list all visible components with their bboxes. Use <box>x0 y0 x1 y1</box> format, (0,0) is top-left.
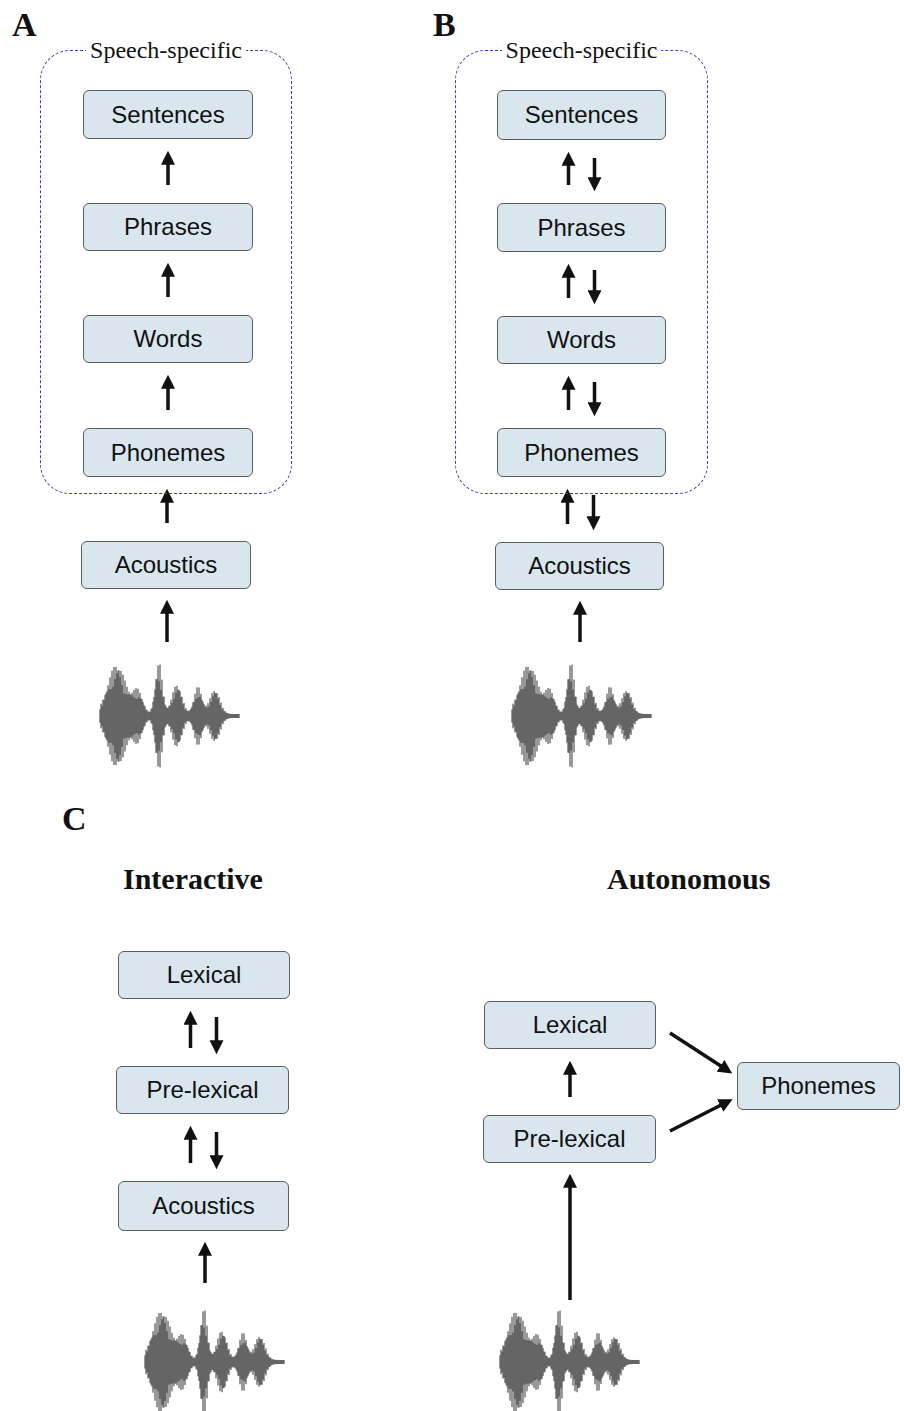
process-box: Acoustics <box>81 541 251 589</box>
box-label: Acoustics <box>528 552 631 580</box>
process-box: Sentences <box>83 90 253 139</box>
process-box: Phonemes <box>83 428 253 477</box>
process-box: Phrases <box>83 203 253 251</box>
box-label: Words <box>547 326 616 354</box>
flow-arrow <box>567 270 571 298</box>
box-label: Acoustics <box>115 551 218 579</box>
flow-arrow <box>189 1132 193 1163</box>
flow-arrow <box>593 158 597 185</box>
flow-arrow <box>166 269 170 297</box>
box-label: Acoustics <box>152 1192 255 1220</box>
box-label: Sentences <box>111 101 224 129</box>
speech-waveform <box>512 665 651 768</box>
process-box: Phonemes <box>497 428 666 477</box>
input-arrow <box>165 606 169 642</box>
panel-letter: B <box>433 6 456 44</box>
flow-arrow <box>215 1132 219 1163</box>
box-label: Sentences <box>525 101 638 129</box>
box-label: Phonemes <box>524 439 639 467</box>
flow-arrow <box>670 1033 727 1070</box>
box-label: Phonemes <box>111 439 226 467</box>
flow-arrow <box>166 157 170 185</box>
box-label: Lexical <box>167 961 242 989</box>
flow-arrow <box>567 382 571 410</box>
box-label: Phrases <box>537 214 625 242</box>
flow-arrow <box>593 382 597 410</box>
panel-letter: A <box>12 6 37 44</box>
process-box: Phrases <box>497 203 666 252</box>
process-box: Acoustics <box>495 542 664 590</box>
process-box: Lexical <box>118 951 290 999</box>
flow-arrow <box>165 495 169 523</box>
box-label: Lexical <box>533 1011 608 1039</box>
box-label: Pre-lexical <box>513 1125 625 1153</box>
process-box: Acoustics <box>118 1181 289 1231</box>
box-label: Phrases <box>124 213 212 241</box>
process-box: Words <box>497 316 666 364</box>
process-box: Pre-lexical <box>116 1066 289 1114</box>
panel-title: Autonomous <box>607 862 770 896</box>
flow-arrow <box>593 270 597 298</box>
speech-waveform <box>500 1311 639 1411</box>
panel-title: Interactive <box>123 862 263 896</box>
process-box: Lexical <box>484 1001 656 1049</box>
process-box: Sentences <box>497 90 666 140</box>
dashed-region: Speech-specificSentencesPhrasesWordsPhon… <box>455 50 708 494</box>
flow-arrow <box>592 495 596 524</box>
flow-arrow <box>567 158 571 185</box>
flow-arrow <box>566 495 570 524</box>
box-label: Words <box>134 325 203 353</box>
process-box: Pre-lexical <box>483 1115 656 1163</box>
box-label: Phonemes <box>761 1072 876 1100</box>
waveforms <box>100 665 651 1411</box>
box-label: Pre-lexical <box>146 1076 258 1104</box>
panel-letter: C <box>62 800 87 838</box>
input-arrow <box>203 1248 207 1283</box>
speech-waveform <box>145 1311 284 1411</box>
region-heading: Speech-specific <box>86 37 246 63</box>
process-box: Words <box>83 315 253 363</box>
dashed-region: Speech-specificSentencesPhrasesWordsPhon… <box>40 50 292 494</box>
flow-arrow <box>568 1067 572 1097</box>
input-arrow <box>578 607 582 642</box>
flow-arrow <box>189 1017 193 1048</box>
flow-arrow <box>166 381 170 410</box>
process-box: Phonemes <box>737 1062 900 1110</box>
flow-arrow <box>215 1017 219 1048</box>
input-arrow <box>568 1180 572 1300</box>
flow-arrow <box>670 1102 727 1131</box>
speech-waveform <box>100 665 239 768</box>
region-heading: Speech-specific <box>502 37 662 63</box>
